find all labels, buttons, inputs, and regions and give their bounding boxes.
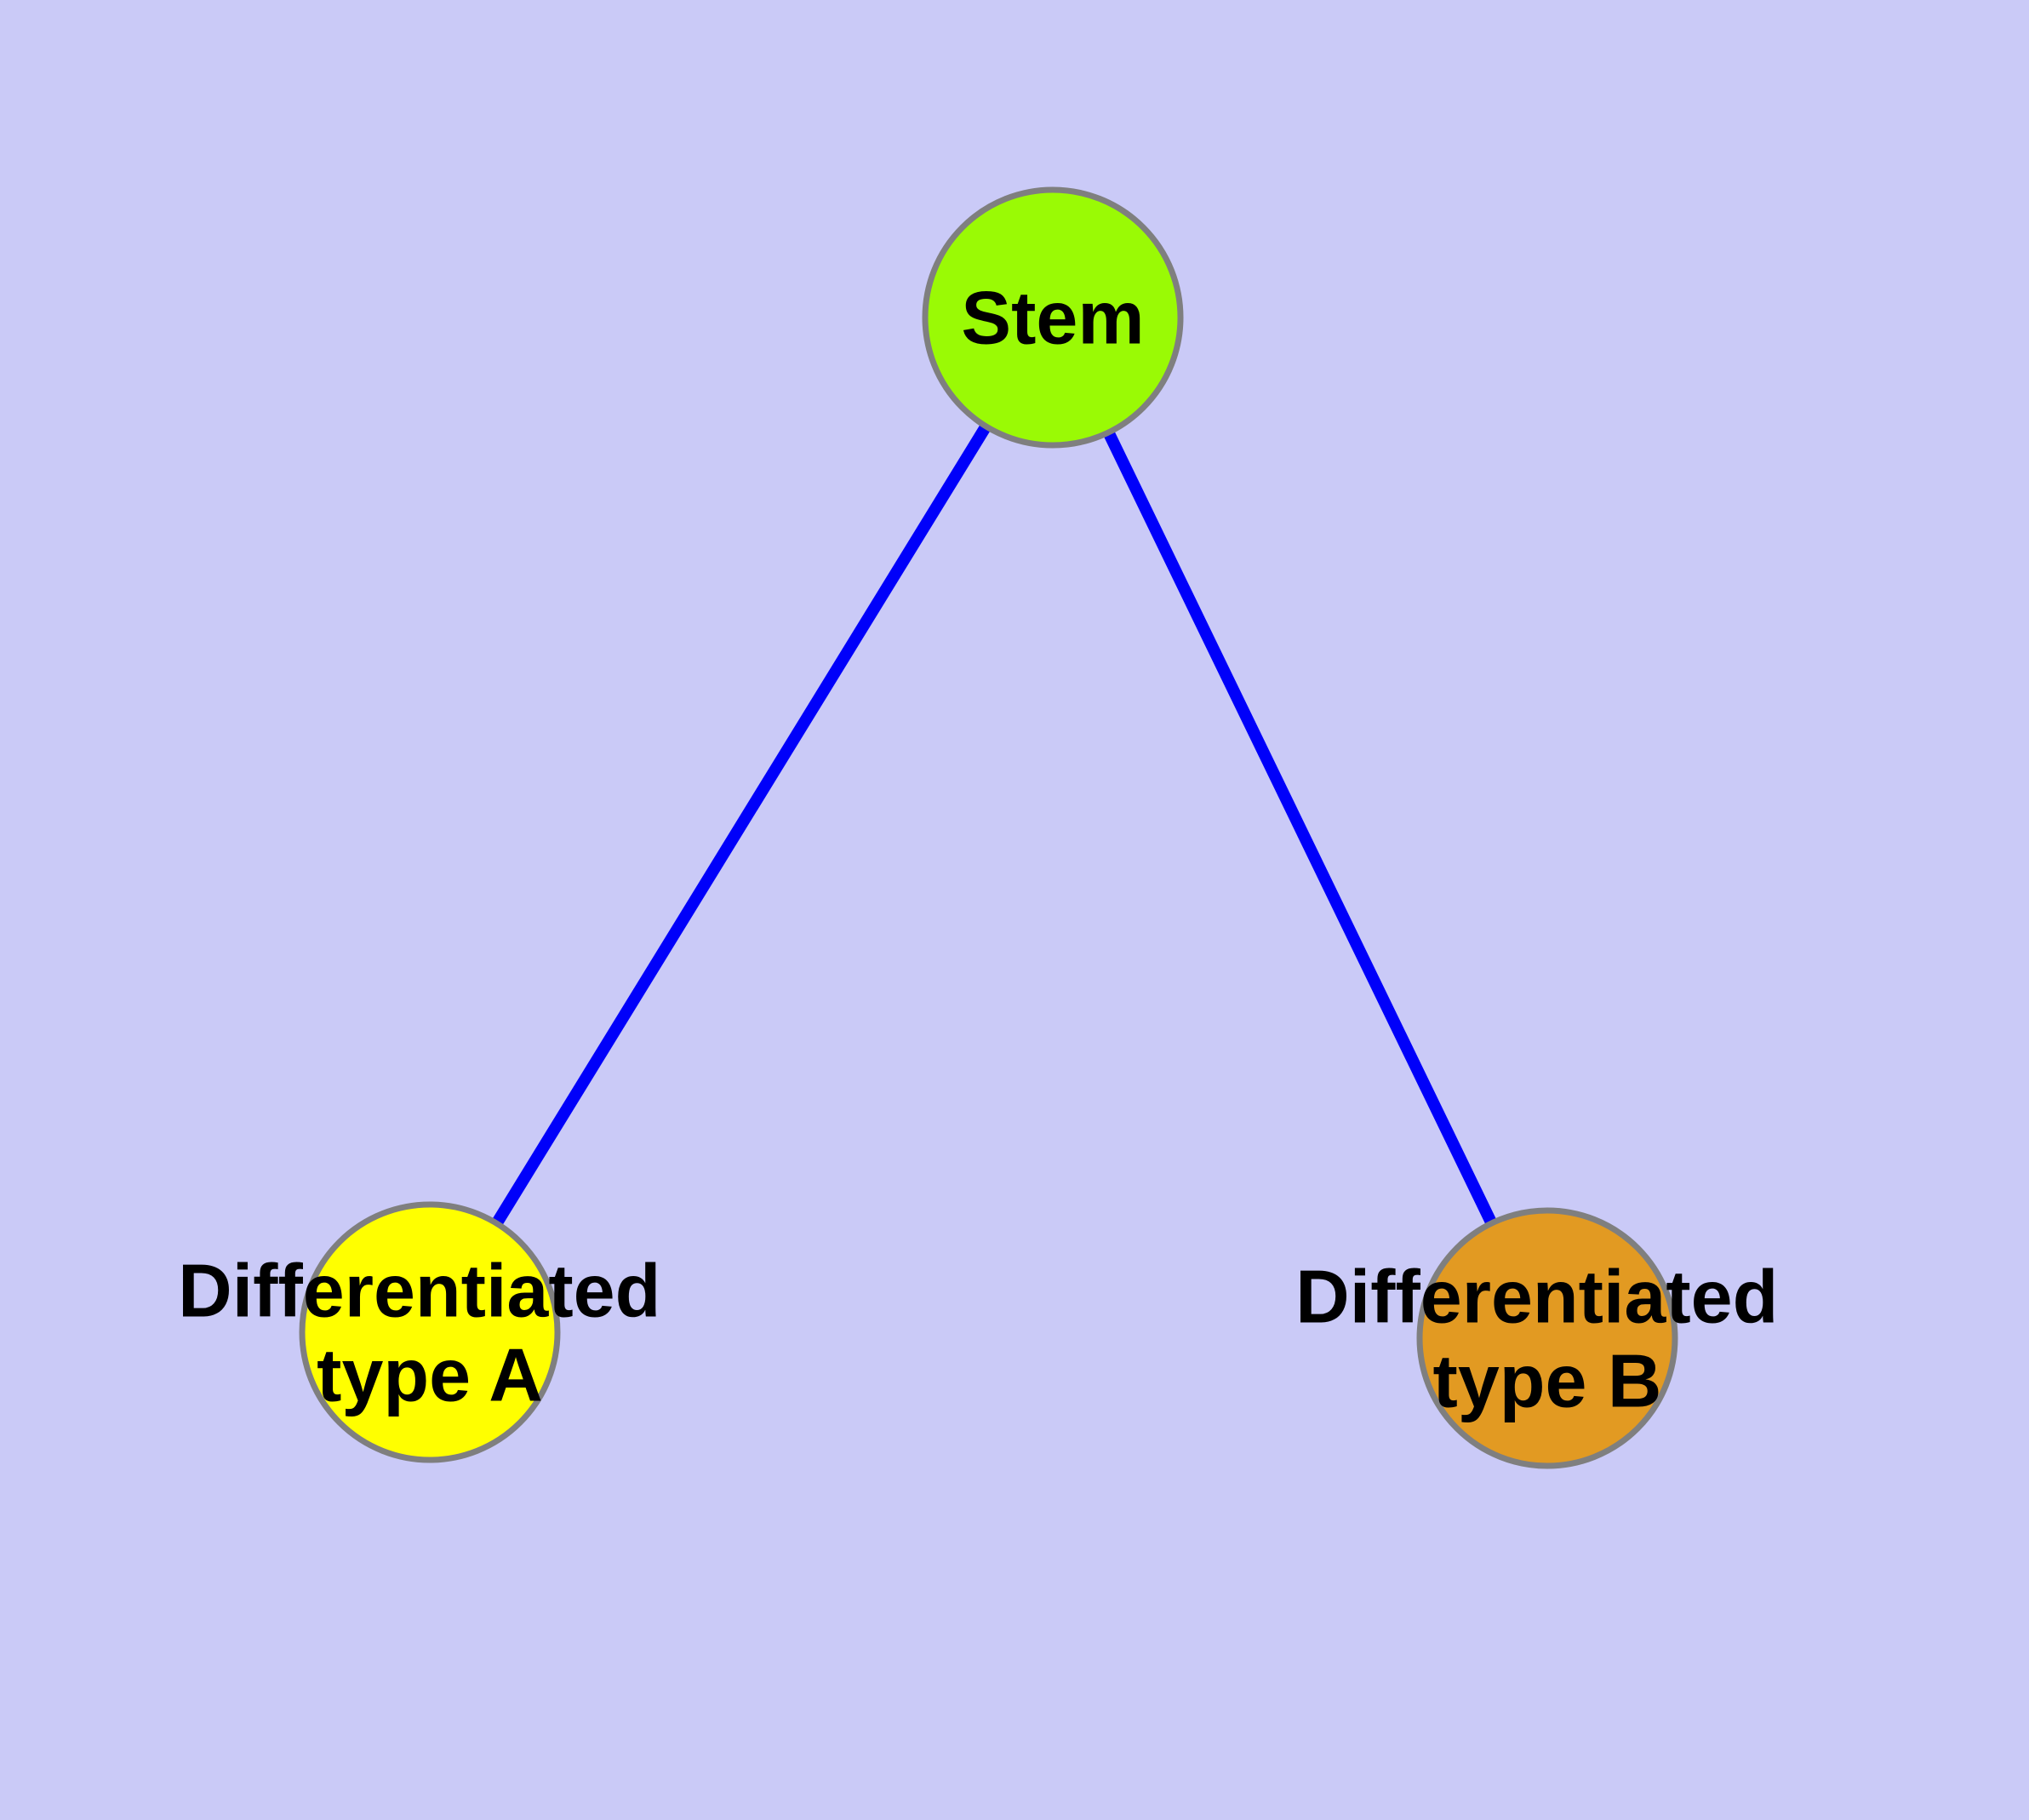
node-stem (922, 186, 1184, 449)
edge-stem-to-type-b (1047, 314, 1553, 1342)
node-differentiated-type-b (1416, 1207, 1678, 1469)
edge-stem-to-type-a (425, 314, 1058, 1336)
node-differentiated-type-a (299, 1201, 561, 1463)
